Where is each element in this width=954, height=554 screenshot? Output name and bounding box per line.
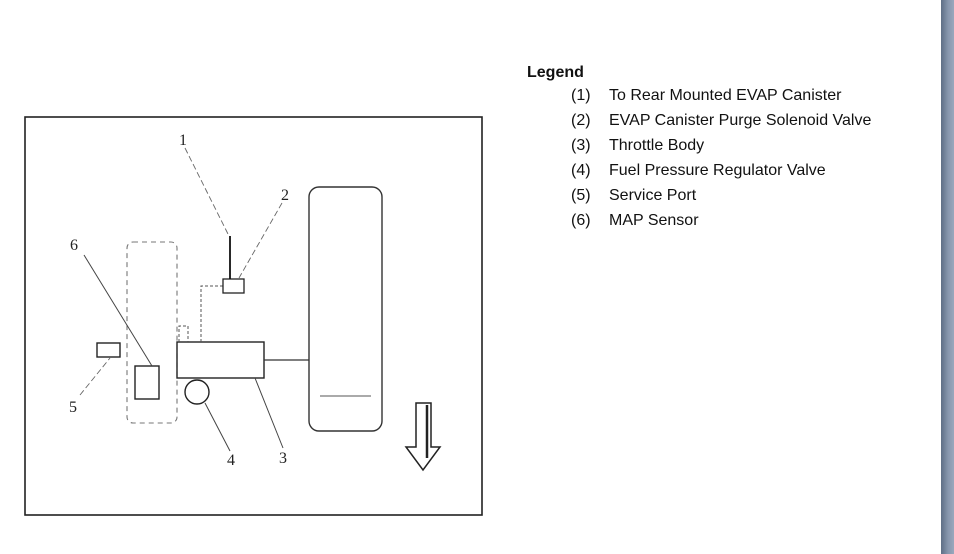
- callout-3: 3: [279, 450, 287, 467]
- diagram-frame: [24, 116, 483, 516]
- legend-item-label: MAP Sensor: [609, 212, 699, 229]
- leader-line-6: [83, 254, 153, 367]
- throttle-top-bracket: [178, 325, 189, 342]
- callout-6: 6: [70, 237, 78, 254]
- throttle-body-shape: [176, 341, 265, 379]
- callout-2: 2: [281, 187, 289, 204]
- service-port-shape: [96, 342, 121, 358]
- legend-item: (4) Fuel Pressure Regulator Valve: [571, 158, 937, 183]
- leader-line-1: [184, 147, 230, 237]
- leader-line-3: [254, 377, 284, 449]
- legend-item-label: Service Port: [609, 187, 697, 204]
- legend-item: (3) Throttle Body: [571, 133, 937, 158]
- legend-item: (6) MAP Sensor: [571, 208, 937, 233]
- purge-hose: [200, 285, 223, 342]
- legend-item: (1) To Rear Mounted EVAP Canister: [571, 83, 937, 108]
- leader-line-5: [79, 357, 111, 396]
- fuel-pressure-regulator-shape: [184, 379, 210, 405]
- legend-item-number: (5): [571, 187, 591, 204]
- large-tall-component: [308, 186, 383, 432]
- legend-item: (2) EVAP Canister Purge Solenoid Valve: [571, 108, 937, 133]
- window-scroll-edge: [941, 0, 954, 554]
- legend-item-number: (3): [571, 137, 591, 154]
- map-sensor-shape: [134, 365, 160, 400]
- legend-item-number: (6): [571, 212, 591, 229]
- callout-1: 1: [179, 132, 187, 149]
- legend-item-label: To Rear Mounted EVAP Canister: [609, 87, 842, 104]
- leader-line-2: [238, 202, 283, 279]
- legend-list: (1) To Rear Mounted EVAP Canister (2) EVAP…: [527, 83, 937, 233]
- legend-item-number: (4): [571, 162, 591, 179]
- legend-item-number: (2): [571, 112, 591, 129]
- legend-item: (5) Service Port: [571, 183, 937, 208]
- callout-4: 4: [227, 452, 235, 469]
- legend-item-number: (1): [571, 87, 591, 104]
- purge-solenoid-shape: [222, 278, 245, 294]
- legend-item-label: EVAP Canister Purge Solenoid Valve: [609, 112, 872, 129]
- front-direction-arrow: [404, 402, 442, 472]
- leader-line-4: [204, 402, 231, 452]
- legend-item-label: Fuel Pressure Regulator Valve: [609, 162, 826, 179]
- dashed-intake-outline: [126, 241, 178, 424]
- legend-item-label: Throttle Body: [609, 137, 705, 154]
- legend-title: Legend: [527, 64, 584, 81]
- legend: Legend (1) To Rear Mounted EVAP Canister …: [527, 63, 937, 233]
- callout-5: 5: [69, 399, 77, 416]
